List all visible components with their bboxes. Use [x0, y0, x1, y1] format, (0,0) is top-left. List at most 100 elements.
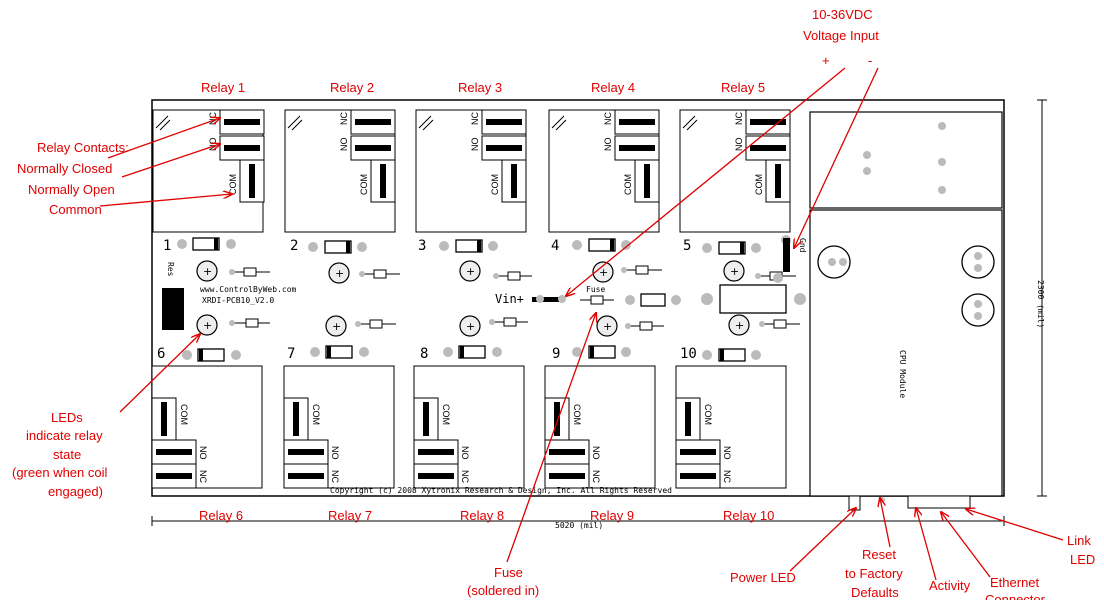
svg-text:+: + — [332, 320, 341, 333]
relay-label-1: Relay 1 — [201, 80, 245, 95]
svg-text:NC: NC — [603, 112, 613, 125]
svg-text:Ethernet: Ethernet — [990, 575, 1040, 590]
relay-9: COM NO NC — [544, 365, 656, 489]
svg-text:Common: Common — [49, 202, 102, 217]
relay-label-3: Relay 3 — [458, 80, 502, 95]
board-number-3: 3 — [418, 238, 426, 254]
svg-text:Reset: Reset — [862, 547, 896, 562]
svg-text:Gnd: Gnd — [798, 238, 807, 253]
svg-text:NO: NO — [603, 138, 613, 152]
svg-text:COM: COM — [311, 404, 321, 425]
svg-text:Normally Closed: Normally Closed — [17, 161, 112, 176]
svg-text:+: + — [203, 319, 212, 332]
width-dimension: 5020 (mil) — [555, 521, 603, 530]
svg-text:NO: NO — [208, 138, 218, 152]
website-text: www.ControlByWeb.com — [200, 285, 297, 294]
svg-text:NO: NO — [591, 446, 601, 460]
relay-10: COM NO NC — [675, 365, 787, 489]
svg-text:NC: NC — [470, 112, 480, 125]
svg-text:Voltage Input: Voltage Input — [803, 28, 879, 43]
board-number-8: 8 — [420, 346, 428, 362]
relay-8: COM NO NC — [413, 365, 525, 489]
svg-text:+: + — [466, 265, 475, 278]
svg-text:Defaults: Defaults — [851, 585, 899, 600]
cpu-module-pads — [863, 122, 946, 194]
svg-text:COM: COM — [703, 404, 713, 425]
relay-2: NC NO COM — [284, 109, 396, 233]
relay-label-4: Relay 4 — [591, 80, 635, 95]
svg-text:NC: NC — [198, 470, 208, 483]
svg-text:(green when coil: (green when coil — [12, 465, 107, 480]
svg-text:Relay Contacts:: Relay Contacts: — [37, 140, 129, 155]
svg-text:NO: NO — [460, 446, 470, 460]
board-number-10: 10 — [680, 346, 697, 362]
svg-text:NO: NO — [330, 446, 340, 460]
vin-label: Vin+ — [495, 292, 524, 306]
svg-text:+: + — [599, 266, 608, 279]
svg-text:NO: NO — [734, 138, 744, 152]
svg-text:COM: COM — [441, 404, 451, 425]
board-number-2: 2 — [290, 238, 298, 254]
relay-6: COM NO NC — [151, 365, 263, 489]
svg-text:Normally Open: Normally Open — [28, 182, 115, 197]
svg-text:+: + — [466, 320, 475, 333]
svg-text:(soldered in): (soldered in) — [467, 583, 539, 598]
svg-text:indicate relay: indicate relay — [26, 428, 103, 443]
relay-label-2: Relay 2 — [330, 80, 374, 95]
svg-text:NO: NO — [470, 138, 480, 152]
copyright-text: Copyright (c) 2008 Xytronix Research & D… — [330, 486, 672, 495]
board-numbers: 1 2 3 4 5 6 7 8 9 10 — [157, 238, 697, 362]
dimension-lines — [151, 99, 1047, 526]
svg-text:NC: NC — [339, 112, 349, 125]
svg-text:COM: COM — [359, 174, 369, 195]
svg-text:NO: NO — [722, 446, 732, 460]
board-components: +++ ++ +++ ++ — [162, 235, 995, 511]
svg-text:Fuse: Fuse — [494, 565, 523, 580]
model-text: XRDI-PCB10_V2.0 — [202, 296, 274, 305]
cpu-module-upper-outline — [809, 111, 1003, 209]
svg-text:COM: COM — [228, 174, 238, 195]
relay-label-6: Relay 6 — [199, 508, 243, 523]
svg-text:Link: Link — [1067, 533, 1091, 548]
relay-5: NC NO COM — [679, 109, 791, 233]
svg-text:+: + — [822, 53, 830, 68]
svg-text:COM: COM — [572, 404, 582, 425]
relay-7: COM NO NC — [283, 365, 395, 489]
svg-text:LED: LED — [1070, 552, 1095, 567]
svg-text:+: + — [735, 319, 744, 332]
fuse-board-label: Fuse — [586, 285, 605, 294]
relay-label-7: Relay 7 — [328, 508, 372, 523]
svg-text:NO: NO — [198, 446, 208, 460]
fuse-label: Fuse (soldered in) — [467, 565, 539, 598]
svg-text:COM: COM — [490, 174, 500, 195]
bottom-labels: Power LED Reset to Factory Defaults Acti… — [730, 533, 1095, 600]
svg-text:Connector: Connector — [985, 592, 1046, 600]
svg-text:COM: COM — [623, 174, 633, 195]
svg-text:NO: NO — [339, 138, 349, 152]
relay-3: NC NO COM — [415, 109, 527, 233]
svg-text:NC: NC — [330, 470, 340, 483]
svg-text:-: - — [868, 53, 872, 68]
cpu-module-text: CPU Module — [898, 350, 907, 398]
svg-text:NC: NC — [722, 470, 732, 483]
voltage-input-label: 10-36VDC Voltage Input + - — [803, 7, 879, 68]
leds-label: LEDs indicate relay state (green when co… — [12, 410, 107, 499]
annotation-arrows — [99, 67, 1064, 581]
board-number-7: 7 — [287, 346, 295, 362]
relay-label-9: Relay 9 — [590, 508, 634, 523]
relay-4: NC NO COM — [548, 109, 660, 233]
svg-text:NC: NC — [734, 112, 744, 125]
relay-contacts-label: Relay Contacts: Normally Closed Normally… — [17, 140, 129, 217]
svg-text:+: + — [603, 320, 612, 333]
svg-text:state: state — [53, 447, 81, 462]
svg-text:COM: COM — [179, 404, 189, 425]
relay-label-5: Relay 5 — [721, 80, 765, 95]
board-number-5: 5 — [683, 238, 691, 254]
relay-1: NC NO COM — [152, 109, 265, 233]
svg-text:10-36VDC: 10-36VDC — [812, 7, 873, 22]
activity-label: Activity — [929, 578, 971, 593]
svg-text:engaged): engaged) — [48, 484, 103, 499]
svg-text:+: + — [335, 267, 344, 280]
height-dimension: 2300 (mil) — [1036, 280, 1045, 328]
